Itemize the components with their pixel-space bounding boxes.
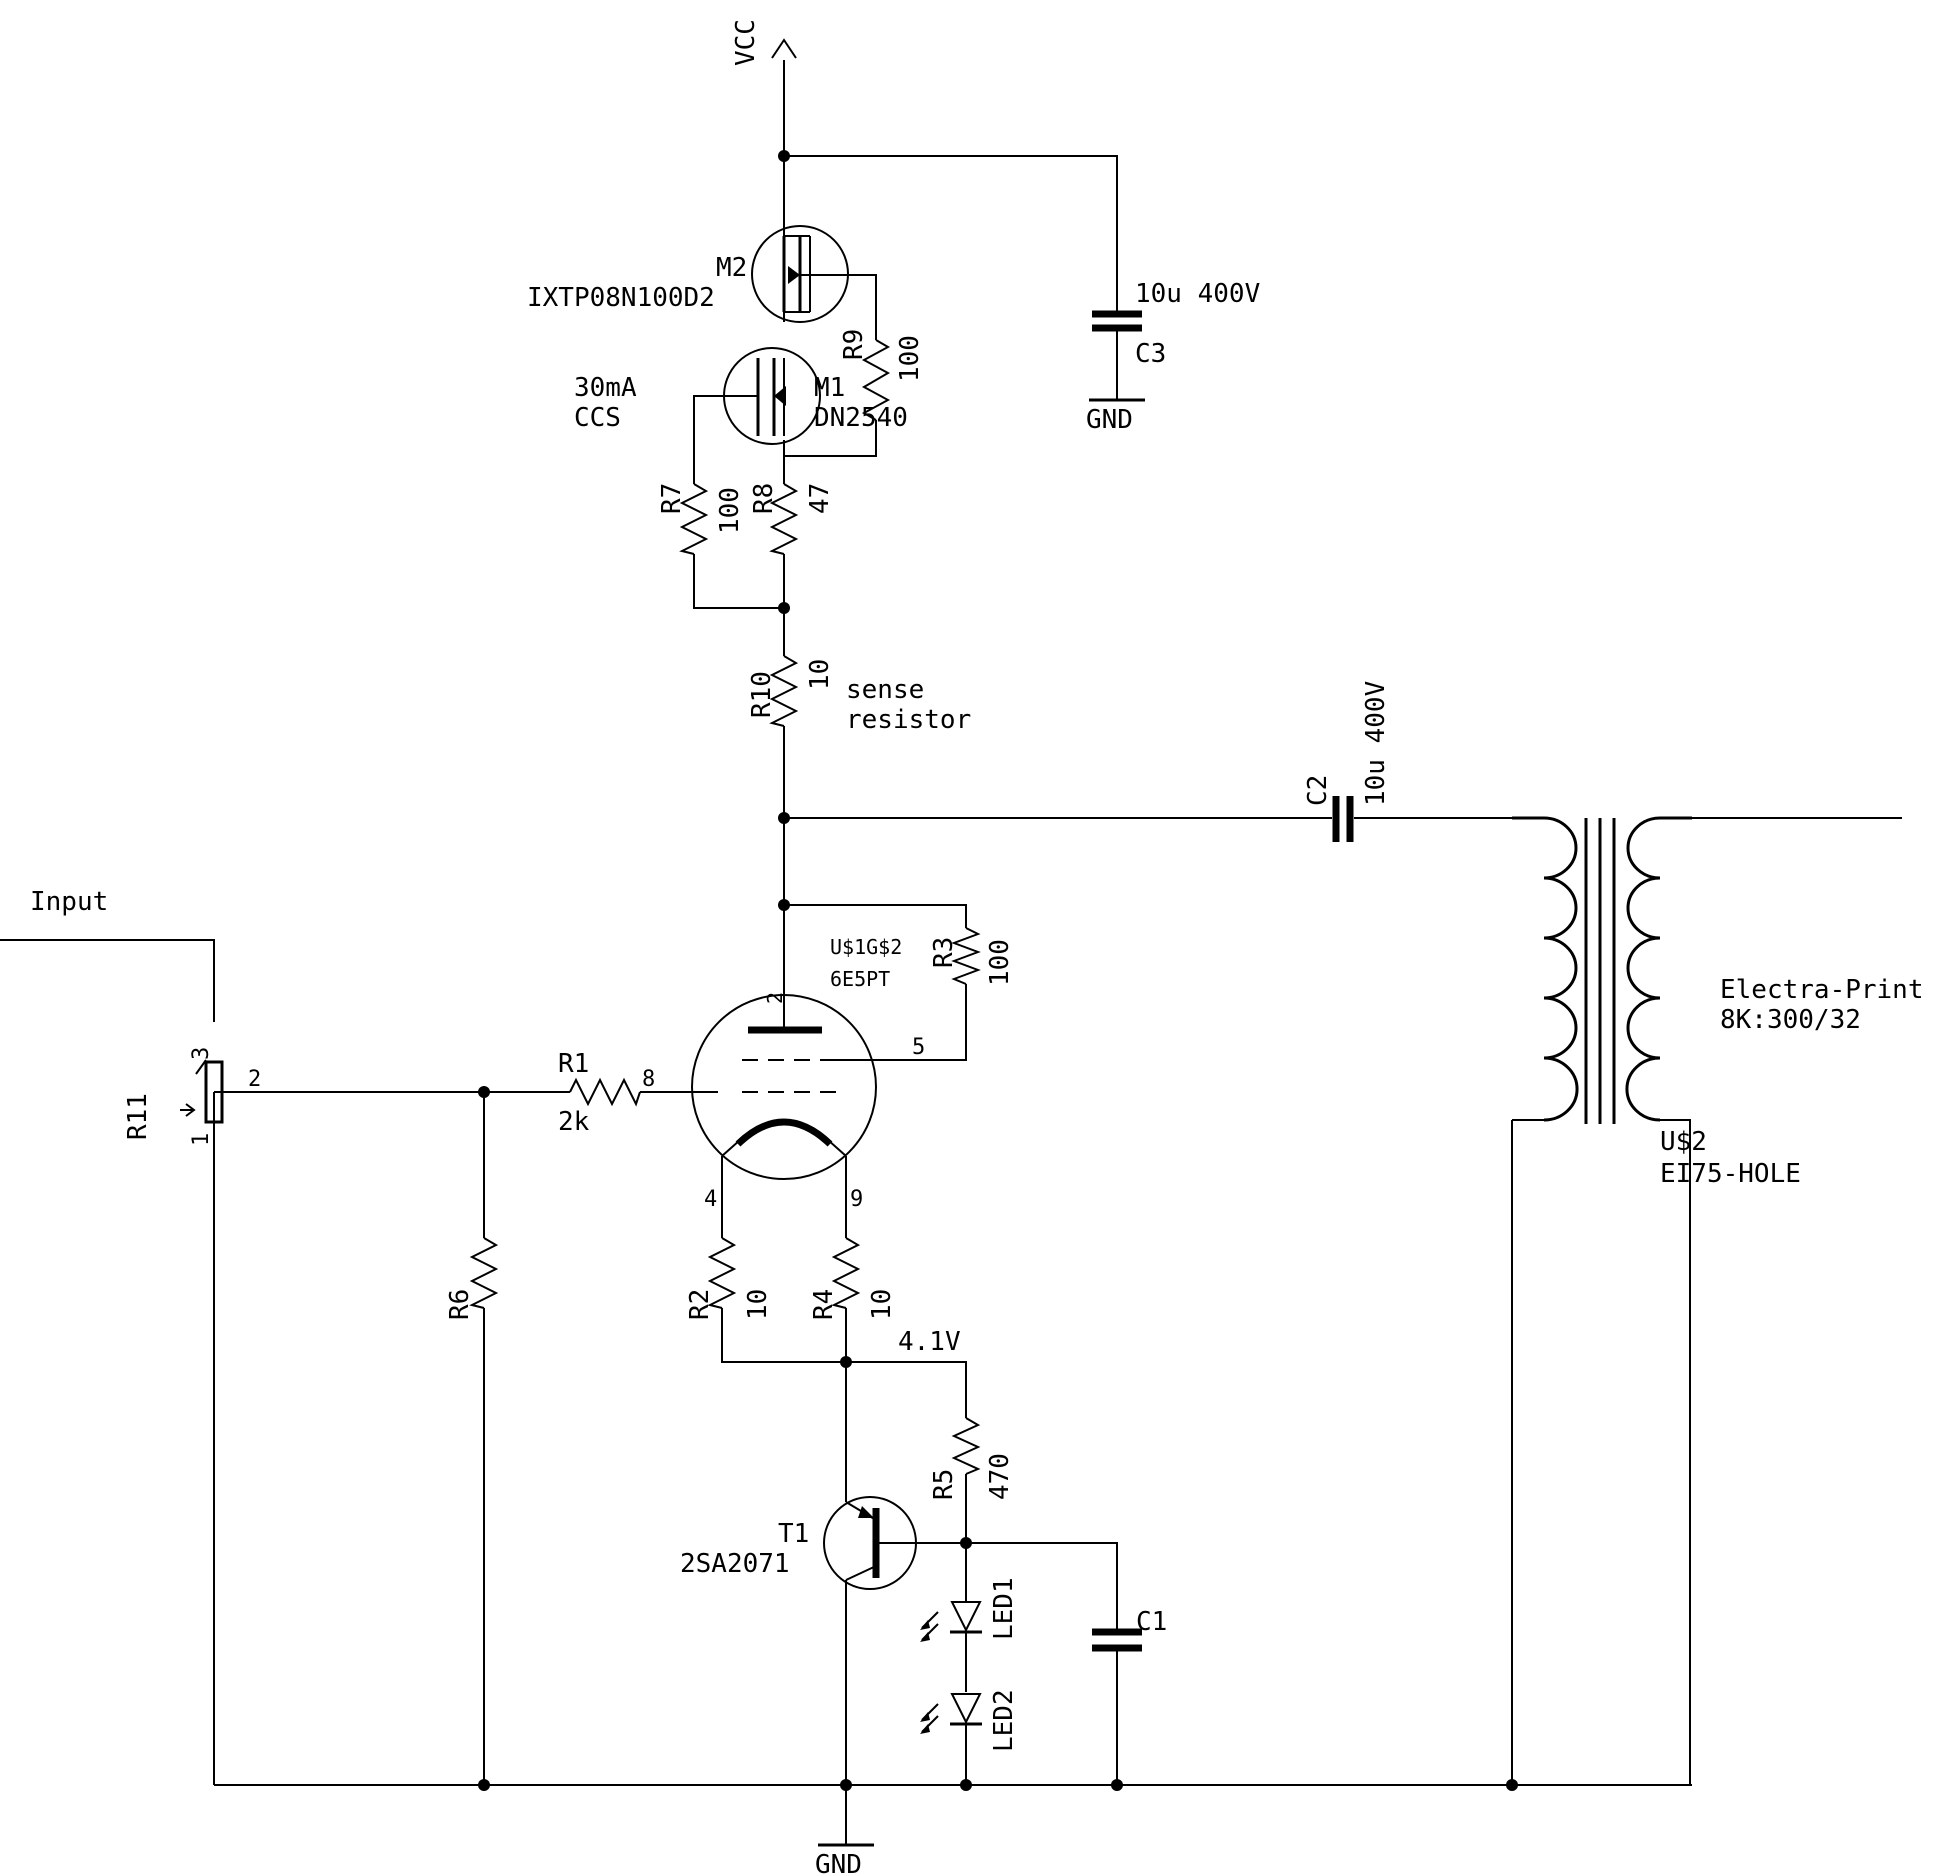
led1-name: LED1 — [989, 1577, 1019, 1640]
net-label-4-1v: 4.1V — [898, 1327, 961, 1357]
led-led1: LED1 — [920, 1577, 1019, 1642]
tube-pin-k1: 4 — [704, 1187, 717, 1212]
tube-pin-screen: 5 — [912, 1035, 925, 1060]
transformer-value: EI75-HOLE — [1660, 1159, 1801, 1189]
gnd-label-top: GND — [1086, 405, 1133, 435]
r5-name: R5 — [929, 1469, 959, 1500]
r4-value: 10 — [867, 1289, 897, 1320]
r8-value: 47 — [805, 483, 835, 514]
r11-pin1: 1 — [189, 1133, 214, 1146]
r9-value: 100 — [895, 335, 925, 382]
c3-name: C3 — [1135, 339, 1166, 369]
resistor-r4: R4 10 — [809, 1237, 897, 1320]
led-led2: LED2 — [920, 1689, 1019, 1752]
r2-name: R2 — [685, 1289, 715, 1320]
r1-name: R1 — [558, 1049, 589, 1079]
resistor-r10: R10 10 sense resistor — [747, 655, 971, 735]
c3-value: 10u 400V — [1135, 279, 1260, 309]
gnd-symbol-top: GND — [1086, 398, 1145, 435]
gnd-label-bottom: GND — [815, 1850, 862, 1875]
potentiometer-r11: R11 1 3 2 — [123, 1047, 261, 1146]
tube-name: U$1G$2 — [830, 935, 902, 959]
r11-pin3: 3 — [189, 1047, 214, 1060]
t1-name: T1 — [778, 1519, 809, 1549]
resistor-r7: R7 100 — [657, 483, 745, 555]
capacitor-c1: C1 — [1092, 1607, 1167, 1652]
r1-value: 2k — [558, 1107, 590, 1137]
resistor-r9: R9 100 — [839, 329, 925, 421]
sense-note-line1: sense — [846, 675, 924, 705]
ccs-note-line1: 30mA — [574, 373, 637, 403]
input-label: Input — [30, 887, 108, 917]
r11-pin2: 2 — [248, 1067, 261, 1092]
tube-pin-anode: 2 — [763, 992, 787, 1004]
r6-name: R6 — [445, 1289, 475, 1320]
resistor-r6: R6 — [445, 1237, 499, 1320]
resistor-r8: R8 47 — [749, 483, 835, 555]
output-transformer: Electra-Print 8K:300/32 U$2 EI75-HOLE — [1512, 816, 1924, 1189]
led2-name: LED2 — [989, 1689, 1019, 1752]
capacitor-c3: 10u 400V C3 — [1092, 279, 1260, 369]
capacitor-c2: C2 10u 400V — [1303, 681, 1391, 842]
r10-name: R10 — [747, 671, 777, 718]
transformer-name: U$2 — [1660, 1127, 1707, 1157]
mosfet-m2: M2 IXTP08N100D2 — [527, 225, 849, 323]
transformer-label-line1: Electra-Print — [1720, 975, 1924, 1005]
resistor-r1: R1 2k — [558, 1049, 641, 1137]
m2-value: IXTP08N100D2 — [527, 283, 715, 313]
resistor-r3: R3 100 — [929, 927, 1015, 986]
tube-pin-k2: 9 — [850, 1187, 863, 1212]
r7-value: 100 — [715, 487, 745, 534]
m1-name: M1 — [814, 373, 845, 403]
gnd-symbol-bottom: GND — [815, 1843, 874, 1875]
r8-name: R8 — [749, 483, 779, 514]
m1-value: DN2540 — [814, 403, 908, 433]
c1-name: C1 — [1136, 1607, 1167, 1637]
resistor-r2: R2 10 — [685, 1237, 773, 1320]
transistor-t1: T1 2SA2071 — [680, 1496, 917, 1590]
tube-value: 6E5PT — [830, 967, 890, 991]
vcc-label: VCC — [731, 19, 761, 66]
c2-name: C2 — [1303, 775, 1333, 806]
r10-value: 10 — [805, 659, 835, 690]
sense-note-line2: resistor — [846, 705, 971, 735]
r11-name: R11 — [123, 1093, 153, 1140]
transformer-label-line2: 8K:300/32 — [1720, 1005, 1861, 1035]
mosfet-m1: M1 DN2540 30mA CCS — [574, 347, 908, 445]
resistor-r5: R5 470 — [929, 1417, 1015, 1500]
r3-name: R3 — [929, 937, 959, 968]
r2-value: 10 — [743, 1289, 773, 1320]
m2-name: M2 — [716, 253, 747, 283]
t1-value: 2SA2071 — [680, 1549, 790, 1579]
ccs-note-line2: CCS — [574, 403, 621, 433]
r5-value: 470 — [985, 1453, 1015, 1500]
r9-name: R9 — [839, 329, 869, 360]
junctions — [478, 150, 1518, 1791]
tube-6e5pt: U$1G$2 6E5PT 2 5 8 4 9 — [642, 935, 925, 1212]
c2-value: 10u 400V — [1361, 681, 1391, 806]
tube-pin-grid: 8 — [642, 1067, 655, 1092]
wires — [0, 60, 1902, 1845]
vcc-symbol: VCC — [731, 19, 797, 66]
r4-name: R4 — [809, 1289, 839, 1320]
r3-value: 100 — [985, 939, 1015, 986]
r7-name: R7 — [657, 483, 687, 514]
